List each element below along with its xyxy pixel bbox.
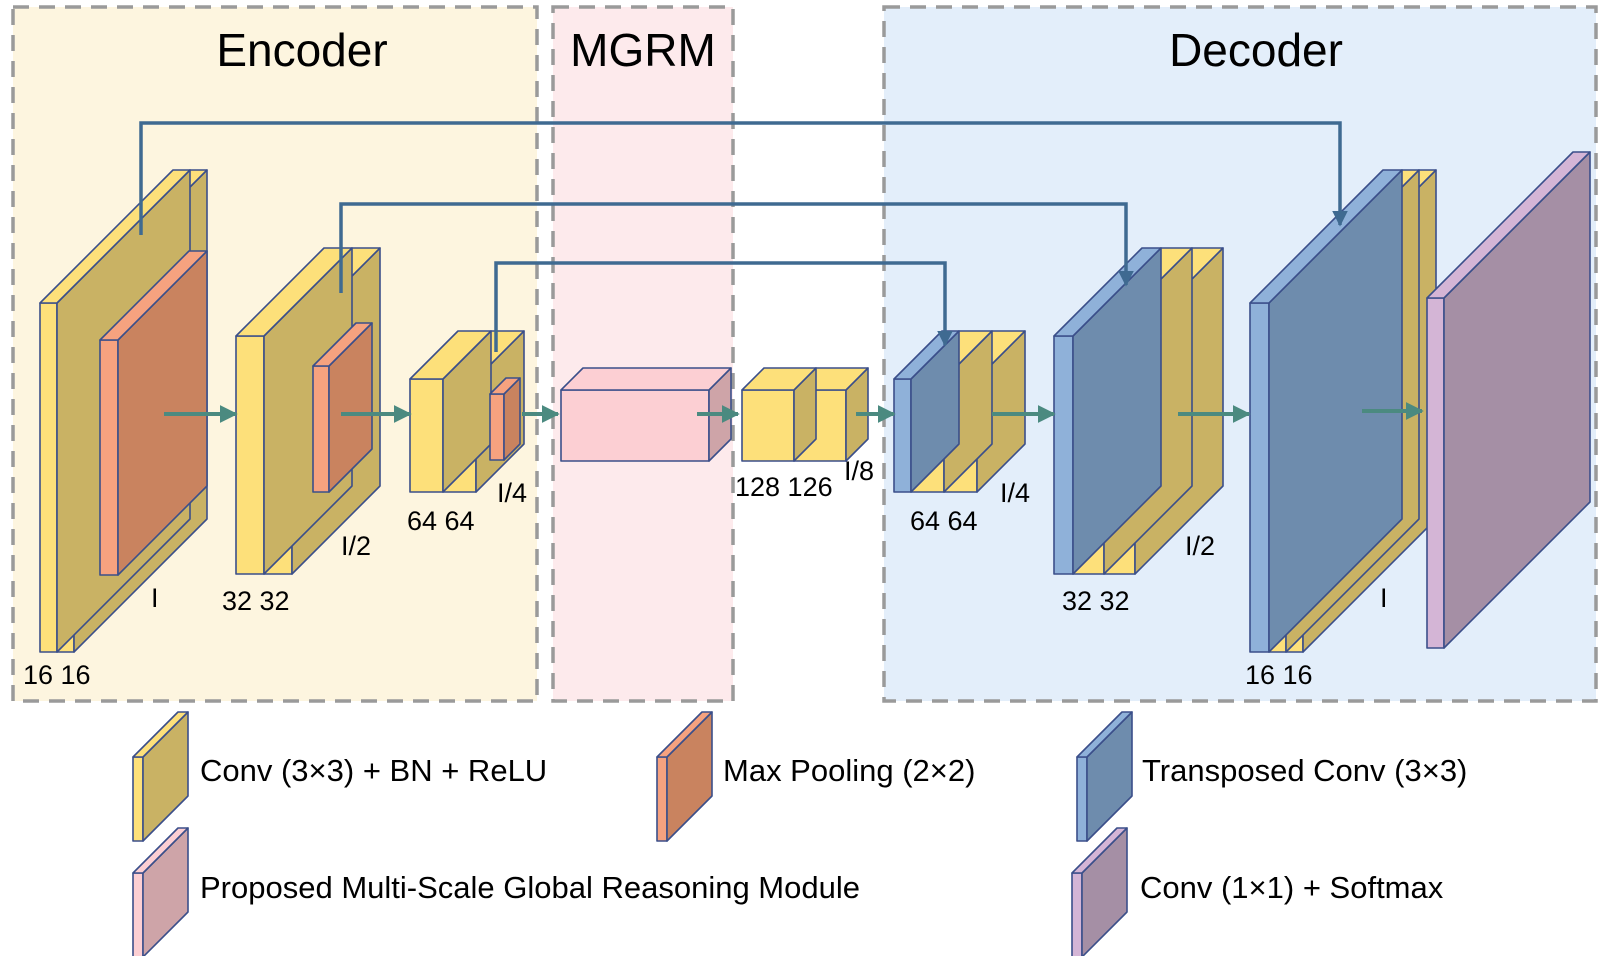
legend-maxpool-swatch-front-face <box>656 756 668 842</box>
legend-mgrm-label: Proposed Multi-Scale Global Reasoning Mo… <box>200 870 860 905</box>
enc2-maxpool-top-face <box>312 322 373 367</box>
enc3-conv-1-top-face <box>409 330 492 380</box>
mgrm-block-top-face <box>560 367 732 391</box>
legend-maxpool-swatch <box>656 711 713 842</box>
enc1-conv-1-top-face <box>39 169 191 304</box>
skip-connection-level2 <box>339 202 1134 293</box>
legend-maxpool-swatch-top-face <box>656 711 713 758</box>
legend-maxpool-label: Max Pooling (2×2) <box>723 753 975 788</box>
bottleneck-scale-label: I/8 <box>844 456 874 486</box>
enc3-conv-1 <box>409 330 492 493</box>
blocks-layer <box>39 151 1591 956</box>
dec2-scale-label: I/2 <box>1185 531 1215 561</box>
legend-mgrm-swatch-top-face <box>132 827 189 874</box>
enc2-conv-1-front-face <box>235 335 265 575</box>
legend-transposed-swatch-front-face <box>1076 756 1088 842</box>
mgrm-title: MGRM <box>570 24 716 76</box>
enc3-maxpool-front-face <box>489 393 505 461</box>
bottleneck-conv-1-top-face <box>741 367 817 391</box>
dec2-1-top-face <box>1053 247 1162 337</box>
legend-softmax-swatch-top-face <box>1071 827 1128 874</box>
legend-conv-label: Conv (3×3) + BN + ReLU <box>200 753 547 788</box>
decoder-title: Decoder <box>1169 24 1343 76</box>
encoder-title: Encoder <box>216 24 387 76</box>
enc3-conv-1-front-face <box>409 378 444 493</box>
legend-softmax-label: Conv (1×1) + Softmax <box>1140 870 1444 905</box>
skip-connections <box>139 121 1348 352</box>
enc3-channels-label: 64 64 <box>407 506 475 536</box>
legend-softmax-swatch-front-face <box>1071 872 1083 956</box>
dec3-channels-label: 64 64 <box>910 506 978 536</box>
skip-connection-level3 <box>494 261 953 352</box>
legend-conv-swatch <box>132 711 189 842</box>
enc1-channels-label: 16 16 <box>23 660 91 690</box>
enc1-conv-1-front-face <box>39 302 58 653</box>
dec3-1-front-face <box>893 378 912 493</box>
bottleneck-conv-1 <box>741 367 817 462</box>
dec1-1 <box>1249 169 1403 653</box>
skip-connection-level1 <box>139 121 1348 235</box>
legend-transposed-swatch-top-face <box>1076 711 1133 758</box>
dec1-scale-label: I <box>1380 583 1388 613</box>
output-softmax-front-face <box>1426 297 1445 649</box>
legend-transposed-label: Transposed Conv (3×3) <box>1142 753 1467 788</box>
enc1-maxpool-front-face <box>99 339 119 576</box>
enc3-scale-label: I/4 <box>497 478 527 508</box>
dec1-1-front-face <box>1249 302 1270 653</box>
bottleneck-conv-1-front-face <box>741 389 795 462</box>
enc1-scale-label: I <box>151 583 159 613</box>
flow-arrows <box>164 402 1424 423</box>
enc2-scale-label: I/2 <box>341 531 371 561</box>
enc3-maxpool-top-face <box>489 377 521 395</box>
dec2-1-front-face <box>1053 335 1074 575</box>
legend-conv-swatch-top-face <box>132 711 189 758</box>
enc2-conv-1-top-face <box>235 247 353 337</box>
dec1-channels-label: 16 16 <box>1245 660 1313 690</box>
legend-conv-swatch-front-face <box>132 756 144 842</box>
legend-mgrm-swatch-front-face <box>132 872 144 956</box>
mgrm-block <box>560 367 732 462</box>
enc3-maxpool <box>489 377 521 461</box>
enc2-maxpool <box>312 322 373 493</box>
enc2-channels-label: 32 32 <box>222 586 290 616</box>
legend-mgrm-swatch <box>132 827 189 956</box>
enc1-maxpool <box>99 250 208 576</box>
mgrm-block-front-face <box>560 389 710 462</box>
enc2-maxpool-front-face <box>312 365 330 493</box>
bottleneck-channels-label: 128 126 <box>735 472 833 502</box>
dec3-scale-label: I/4 <box>1000 478 1030 508</box>
output-softmax-top-face <box>1426 151 1591 299</box>
legend-softmax-swatch <box>1071 827 1128 956</box>
mgrm-region <box>551 5 735 703</box>
enc1-maxpool-top-face <box>99 250 208 341</box>
dec2-1 <box>1053 247 1162 575</box>
legend-transposed-swatch <box>1076 711 1133 842</box>
dec2-channels-label: 32 32 <box>1062 586 1130 616</box>
enc2-conv-1 <box>235 247 353 575</box>
output-softmax <box>1426 151 1591 649</box>
legend: Conv (3×3) + BN + ReLU Max Pooling (2×2)… <box>200 753 1467 905</box>
